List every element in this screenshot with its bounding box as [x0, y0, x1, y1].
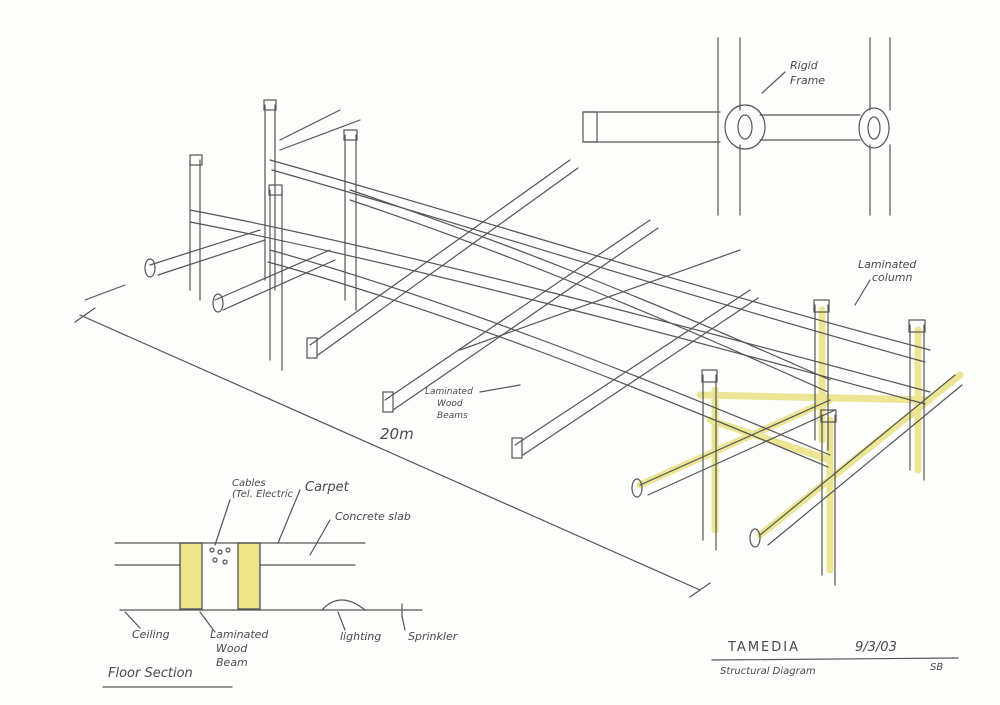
wood-highlight	[636, 306, 964, 574]
label-line: Wood	[437, 399, 463, 409]
label-carpet: Carpet	[305, 480, 349, 495]
label-line: Frame	[790, 74, 826, 87]
column-leader	[854, 279, 871, 306]
columns	[189, 99, 926, 586]
label-sprinkler: Sprinkler	[408, 630, 458, 643]
title-rule	[711, 657, 959, 661]
label-line: Laminated	[858, 258, 917, 271]
title-project: TAMEDIA	[728, 640, 800, 655]
title-subtitle: Structural Diagram	[720, 666, 816, 677]
label-lighting: lighting	[340, 630, 382, 643]
rigid-frame-detail	[582, 37, 891, 216]
label-concrete-slab: Concrete slab	[335, 510, 411, 523]
cross-joists	[144, 109, 963, 548]
label-cables: Cables(Tel. Electric	[232, 478, 293, 500]
dimension-line	[74, 284, 711, 598]
label-ceiling: Ceiling	[132, 628, 170, 641]
label-line: Laminated	[210, 628, 269, 641]
label-dimension: 20m	[380, 425, 414, 443]
beams-leader	[479, 384, 521, 393]
label-line: Beams	[437, 411, 468, 421]
label-line: Cables	[232, 478, 266, 489]
floor-section	[102, 489, 423, 688]
label-line: column	[872, 271, 913, 284]
label-floor-section: Floor Section	[108, 666, 193, 681]
title-initials: SB	[930, 662, 944, 673]
label-line: Rigid	[790, 59, 818, 72]
label-line: Wood	[216, 642, 248, 655]
label-line: (Tel. Electric	[232, 489, 294, 500]
label-line: Beam	[216, 656, 248, 669]
label-line: Laminated	[425, 387, 473, 397]
title-date: 9/3/03	[855, 640, 897, 655]
